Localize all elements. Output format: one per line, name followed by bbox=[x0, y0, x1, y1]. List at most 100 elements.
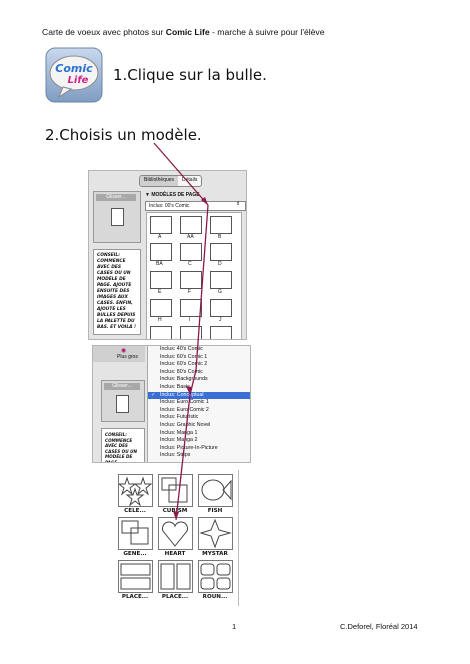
templates-panel-screenshot: Bibliothèques Détails Glisser... ▼ MODÈL… bbox=[88, 170, 247, 340]
template-i[interactable] bbox=[180, 299, 202, 317]
template-label: D bbox=[218, 261, 222, 267]
panel-tabs: Bibliothèques Détails bbox=[139, 175, 203, 187]
section-title: ▼ MODÈLES DE PAGE bbox=[145, 192, 200, 198]
template-a[interactable] bbox=[150, 216, 172, 234]
template-label: MYSTAR bbox=[202, 551, 228, 557]
header-text-before: Carte de voeux avec photos sur bbox=[42, 27, 166, 37]
header-text-after: - marche à suivre pour l'élève bbox=[209, 27, 325, 37]
template-thumbnail[interactable] bbox=[117, 474, 153, 507]
template-thumbnail[interactable] bbox=[198, 474, 233, 507]
template-partial[interactable] bbox=[180, 326, 202, 339]
step-2-instruction: 2.Choisis un modèle. bbox=[45, 126, 202, 144]
tab-details[interactable]: Détails bbox=[182, 177, 198, 183]
tip-text: CONSEIL: COMMENCE AVEC DES CASES OU UN M… bbox=[97, 253, 137, 330]
template-label: PLACE... bbox=[161, 594, 189, 600]
arrowhead bbox=[186, 386, 192, 395]
page-icon bbox=[116, 395, 129, 413]
menu-item[interactable]: Inclus: 40's Comic bbox=[160, 346, 203, 352]
template-label: E bbox=[158, 289, 162, 295]
menu-item[interactable]: Inclus: Basic bbox=[160, 383, 190, 390]
template-thumbnail[interactable] bbox=[158, 474, 193, 507]
template-label: HEART bbox=[164, 551, 186, 557]
template-thumbnail[interactable] bbox=[118, 560, 153, 593]
toolbar-icon: ◉ bbox=[121, 348, 127, 354]
menu-item[interactable]: Inclus: Graphic Novel bbox=[160, 421, 211, 428]
template-grid: A AA B BA C D E F G H I J bbox=[146, 212, 242, 339]
template-label: BA bbox=[156, 261, 163, 267]
template-g[interactable] bbox=[210, 271, 232, 289]
tip-text: CONSEIL: COMMENCE AVEC DES CASES OU UN M… bbox=[105, 432, 137, 463]
template-aa[interactable] bbox=[180, 216, 202, 234]
template-label: I bbox=[189, 317, 191, 323]
template-d[interactable] bbox=[210, 243, 232, 261]
menu-item[interactable]: Inclus: 60's Comic 2 bbox=[160, 361, 208, 368]
conceptual-templates-screenshot: CELE... CUBISM FISH GENE... HEART MYSTAR PLACE… bbox=[112, 470, 239, 606]
header-brand: Comic Life bbox=[165, 27, 210, 37]
template-thumbnail[interactable] bbox=[198, 560, 233, 593]
page-number: 1 bbox=[232, 622, 237, 631]
dropdown-arrows-icon: ⇕ bbox=[236, 201, 241, 207]
toolbar-label[interactable]: Plus gros bbox=[117, 354, 138, 360]
template-label: CELE... bbox=[124, 508, 146, 514]
template-e[interactable] bbox=[150, 271, 172, 289]
menu-item[interactable]: Inclus: Manga 2 bbox=[160, 437, 198, 444]
arrowhead bbox=[201, 197, 208, 205]
menu-item[interactable]: ✓Inclus: Conceptual bbox=[148, 391, 250, 400]
menu-item[interactable]: Inclus: Manga 1 bbox=[160, 429, 198, 436]
template-partial[interactable] bbox=[150, 326, 172, 339]
template-thumbnail[interactable] bbox=[198, 517, 233, 550]
template-partial[interactable] bbox=[210, 326, 232, 339]
menu-item[interactable]: Inclus: Futuristic bbox=[160, 414, 199, 421]
page-icon bbox=[111, 208, 124, 226]
template-label: ROUN... bbox=[202, 594, 228, 600]
template-thumbnail[interactable] bbox=[158, 560, 193, 593]
tip-box: CONSEIL: COMMENCE AVEC DES CASES OU UN M… bbox=[93, 249, 141, 335]
template-label: C bbox=[188, 261, 192, 267]
template-label: F bbox=[188, 289, 192, 295]
template-menu-screenshot: Plus gros ◉ Glisser... CONSEIL: COMMENCE… bbox=[92, 345, 251, 463]
step-1-instruction: 1.Clique sur la bulle. bbox=[113, 66, 267, 84]
template-label: G bbox=[218, 289, 222, 295]
menu-item[interactable]: Inclus: 80's Comic bbox=[160, 368, 203, 375]
template-label: FISH bbox=[207, 508, 223, 514]
template-label: J bbox=[219, 317, 222, 323]
drag-box: Glisser... bbox=[93, 191, 141, 243]
template-c[interactable] bbox=[180, 243, 202, 261]
comic-life-logo[interactable]: Comic Life bbox=[45, 47, 103, 103]
template-label: H bbox=[158, 317, 162, 323]
template-label: CUBISM bbox=[162, 508, 188, 514]
logo-word-life: Life bbox=[68, 75, 89, 86]
template-h[interactable] bbox=[150, 299, 172, 317]
menu-item[interactable]: Inclus: Euro Comic 2 bbox=[160, 406, 209, 413]
template-b[interactable] bbox=[210, 216, 232, 234]
tip-box: CONSEIL: COMMENCE AVEC DES CASES OU UN M… bbox=[101, 428, 145, 463]
template-f[interactable] bbox=[180, 271, 202, 289]
template-set-dropdown[interactable]: Inclus: 00's Comic bbox=[145, 201, 246, 211]
template-ba[interactable] bbox=[150, 243, 172, 261]
template-label: B bbox=[218, 234, 222, 240]
document-header: Carte de voeux avec photos sur Comic Lif… bbox=[42, 27, 325, 37]
template-label: PLACE... bbox=[121, 594, 149, 600]
menu-item[interactable]: Inclus: 60's Comic 1 bbox=[160, 353, 208, 360]
speech-bubble-icon: Comic Life bbox=[45, 47, 103, 103]
template-thumbnail[interactable] bbox=[118, 517, 153, 550]
template-j[interactable] bbox=[210, 299, 232, 317]
footer-author: C.Deforel, Floréal 2014 bbox=[340, 622, 418, 631]
drag-box: Glisser... bbox=[101, 380, 145, 422]
arrowhead bbox=[173, 511, 179, 520]
toolbar-strip: Plus gros ◉ bbox=[93, 346, 145, 362]
tab-libraries[interactable]: Bibliothèques bbox=[140, 176, 179, 186]
checkmark-icon: ✓ bbox=[151, 391, 156, 398]
template-label: A bbox=[158, 234, 162, 240]
menu-item[interactable]: Inclus: Strips bbox=[160, 452, 191, 459]
menu-item[interactable]: Inclus: Euro Comic 1 bbox=[160, 399, 209, 406]
menu-item[interactable]: Inclus: Picture-In-Picture bbox=[160, 444, 218, 451]
template-label: AA bbox=[187, 234, 194, 240]
drag-button[interactable]: Glisser... bbox=[96, 194, 136, 201]
template-label: GENE... bbox=[123, 551, 147, 557]
menu-item[interactable]: Inclus: Backgrounds bbox=[160, 376, 208, 383]
drag-button[interactable]: Glisser... bbox=[104, 383, 140, 390]
logo-word-comic: Comic bbox=[55, 62, 93, 75]
